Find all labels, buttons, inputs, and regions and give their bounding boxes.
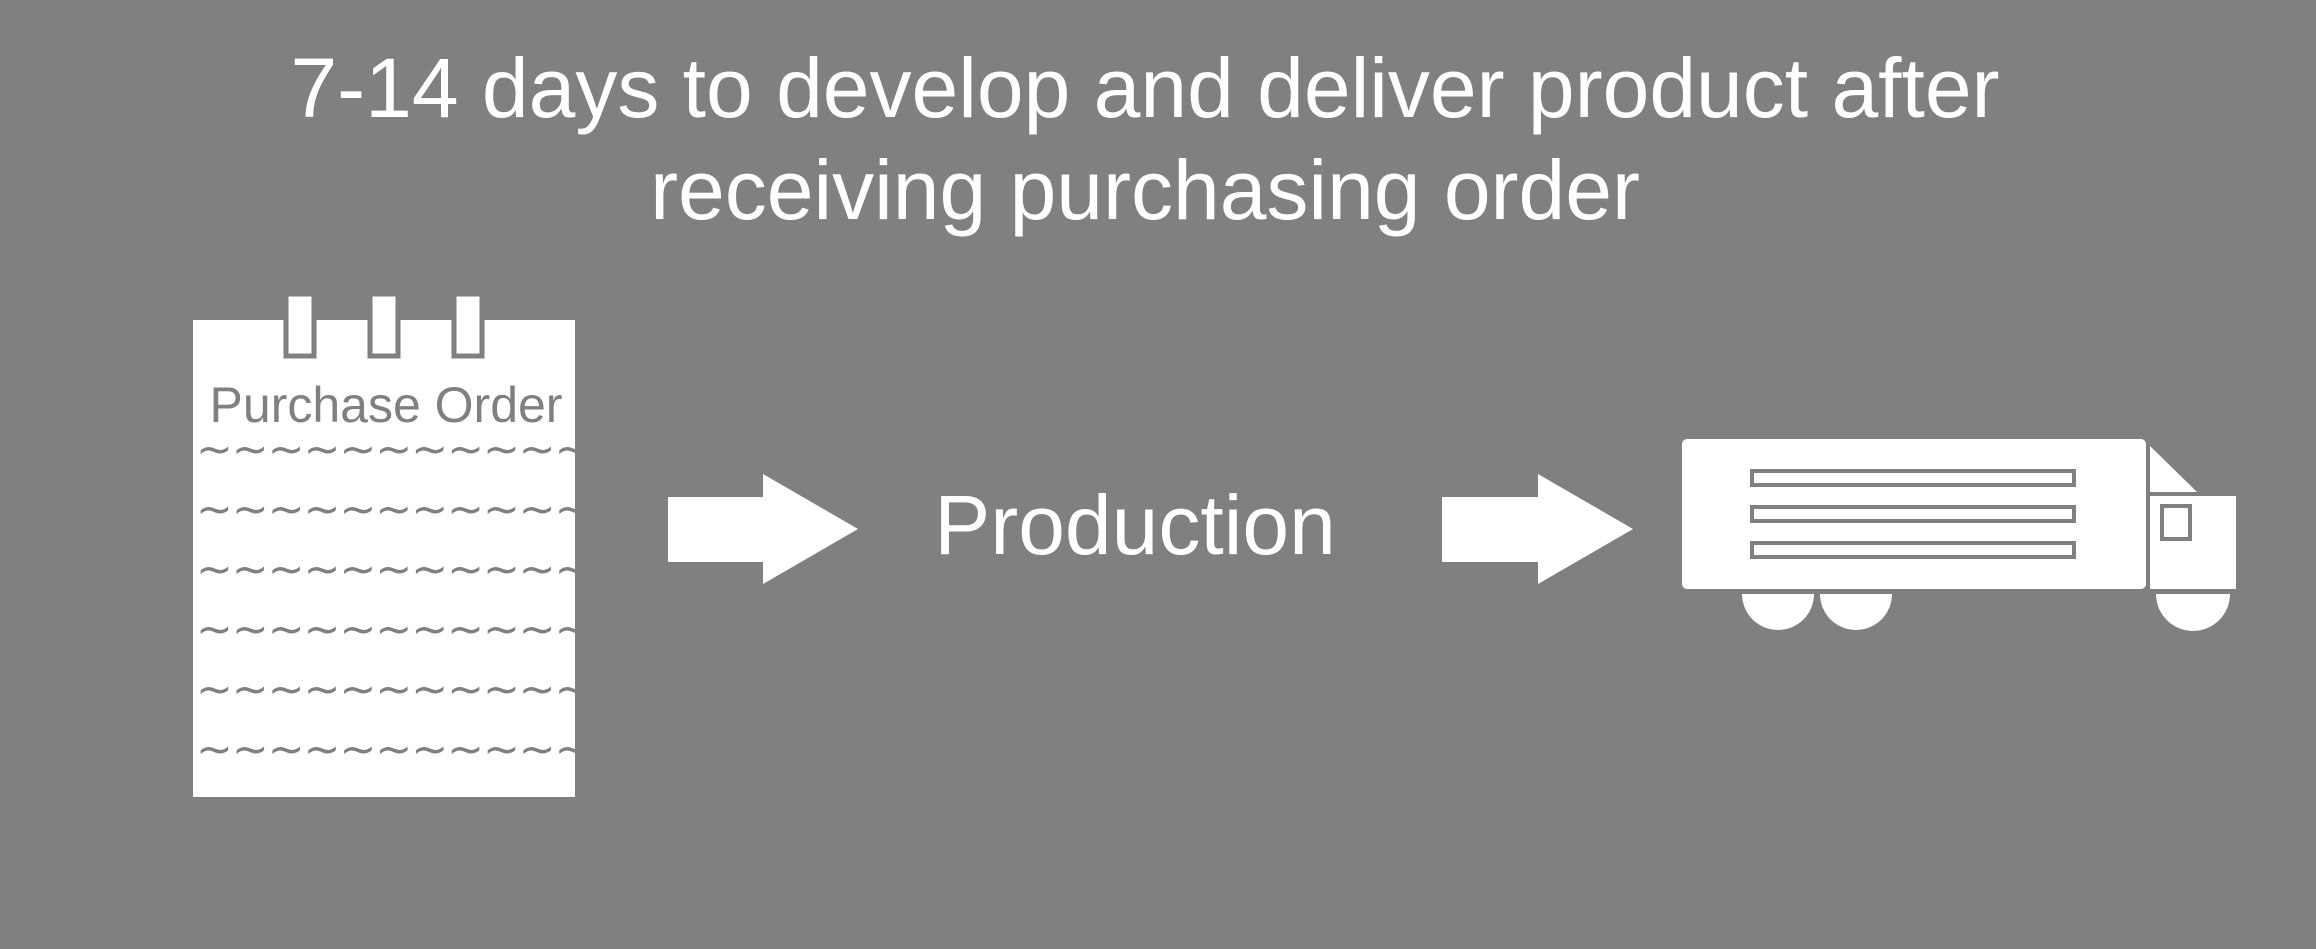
order-line-2: ~~~~~~~~~~~~ [196, 484, 627, 535]
order-line-3: ~~~~~~~~~~~~ [196, 544, 627, 595]
order-line-1: ~~~~~~~~~~~~ [196, 424, 627, 475]
order-line-5: ~~~~~~~~~~~~ [196, 664, 627, 715]
production-label: Production [934, 478, 1336, 572]
diagram-title-line-1: 7-14 days to develop and deliver product… [290, 41, 2000, 135]
purchase-order-label: Purchase Order [209, 377, 563, 433]
diagram-title-line-2: receiving purchasing order [650, 143, 1640, 237]
order-line-6: ~~~~~~~~~~~~ [196, 724, 627, 775]
order-line-4: ~~~~~~~~~~~~ [196, 604, 627, 655]
